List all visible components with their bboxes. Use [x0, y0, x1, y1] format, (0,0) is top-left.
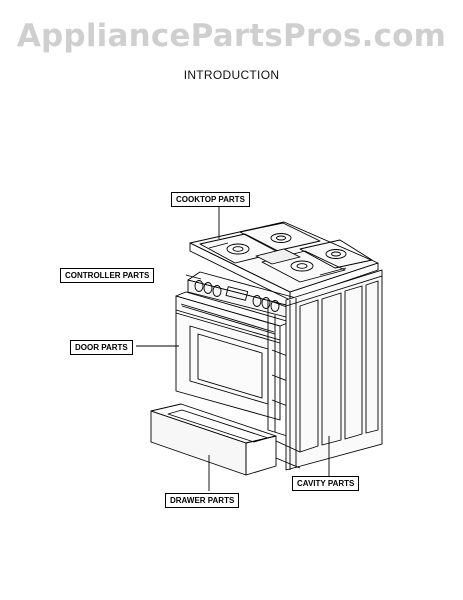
controller-parts-label[interactable]: CONTROLLER PARTS	[60, 268, 155, 283]
cooktop-parts-label[interactable]: COOKTOP PARTS	[171, 192, 250, 207]
cooktop-assembly	[189, 221, 379, 301]
page-title: INTRODUCTION	[183, 68, 280, 82]
door-parts-label[interactable]: DOOR PARTS	[70, 340, 133, 355]
cavity-side-panel	[285, 269, 383, 471]
watermark: AppliancePartsPros.com	[16, 18, 447, 54]
drawer-parts-label[interactable]: DRAWER PARTS	[165, 493, 240, 508]
cavity-parts-label[interactable]: CAVITY PARTS	[292, 476, 360, 491]
storage-drawer	[150, 403, 301, 476]
controller-leader-line	[185, 274, 202, 280]
